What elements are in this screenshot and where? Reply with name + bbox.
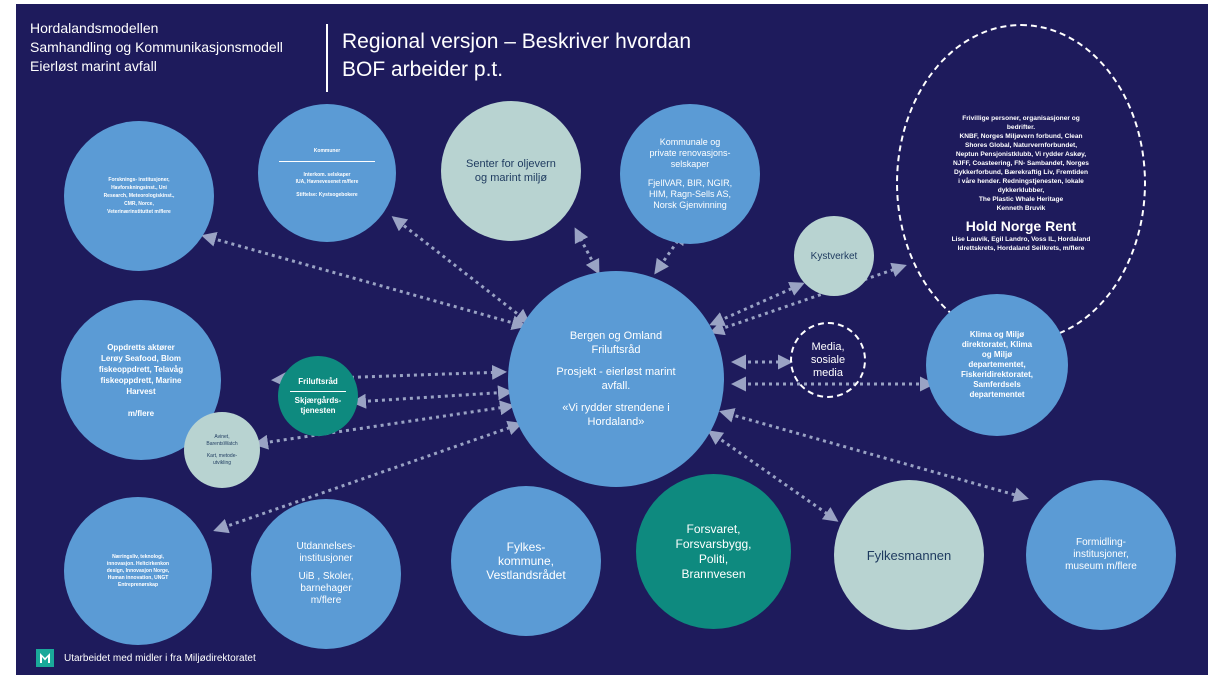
municipalities-foundations: Stiftelse: Kystsogebokere [296, 191, 358, 198]
avinet-title: Avinet, BarentsWatch [206, 433, 238, 447]
county-text: Fylkes- kommune, Vestlandsrådet [486, 540, 566, 582]
link-governor [707, 430, 839, 522]
friluftsrad-node: Friluftsråd Skjærgårds- tjenesten [278, 356, 358, 436]
oil-spill-center-node: Senter for oljevern og marint miljø [441, 101, 581, 241]
link-aquaculture [271, 364, 507, 388]
footer-text: Utarbeidet med midler i fra Miljødirekto… [64, 653, 256, 664]
volunteers-highlight: Hold Norge Rent [965, 217, 1077, 234]
museums-text: Formidling- institusjoner, museum m/fler… [1065, 537, 1137, 572]
skjaergard-text: Skjærgårds- tjenesten [294, 395, 342, 415]
museums-node: Formidling- institusjoner, museum m/fler… [1026, 480, 1176, 630]
link-oil-center [574, 227, 600, 275]
oil-spill-center-text: Senter for oljevern og marint miljø [466, 158, 556, 184]
kystverket-node: Kystverket [794, 216, 874, 296]
governor-text: Fylkesmannen [866, 547, 952, 563]
volunteers-node: Frivillige personer, organisasjoner og b… [896, 24, 1146, 342]
municipalities-node: Kommuner Interkom. selskaper IUA, Havnev… [258, 104, 396, 242]
link-municipalities [391, 216, 531, 324]
center-project: Prosjekt - eierløst marint avfall. [556, 366, 676, 392]
link-business [213, 420, 523, 534]
business-text: Næringsliv, teknologi, innovasjon. Heltc… [106, 553, 170, 588]
kystverket-text: Kystverket [810, 250, 858, 262]
municipalities-title: Kommuner [313, 147, 341, 154]
friluftsrad-divider [290, 390, 346, 392]
volunteers-intro: Frivillige personer, organisasjoner og b… [953, 114, 1089, 212]
governor-node: Fylkesmannen [834, 480, 984, 630]
link-renovation [654, 229, 686, 275]
avinet-node: Avinet, BarentsWatch Kart, metode- utvik… [184, 412, 260, 488]
education-body: UiB , Skoler, barnehager m/flere [298, 571, 354, 606]
media-text: Media, sosiale media [810, 340, 846, 379]
volunteers-outro: Lise Lauvik, Egil Landro, Voss IL, Horda… [951, 235, 1091, 252]
friluftsrad-text: Friluftsråd [298, 376, 338, 386]
renovation-companies-node: Kommunale og private renovasjons- selska… [620, 104, 760, 244]
business-node: Næringsliv, teknologi, innovasjon. Heltc… [64, 497, 212, 645]
municipalities-body: Interkom. selskaper IUA, Havnevesenet m/… [295, 171, 359, 185]
defence-node: Forsvaret, Forsvarsbygg, Politi, Brannve… [636, 474, 791, 629]
county-node: Fylkes- kommune, Vestlandsrådet [451, 486, 601, 636]
bof-center-node: Bergen og Omland Friluftsråd Prosjekt - … [508, 271, 724, 487]
aquaculture-text: Oppdretts aktører Lerøy Seafood, Blom fi… [98, 342, 184, 418]
avinet-body: Kart, metode- utvikling [206, 452, 238, 466]
education-node: Utdannelses- institusjoner UiB , Skoler,… [251, 499, 401, 649]
education-title: Utdannelses- institusjoner [296, 541, 356, 564]
municipalities-divider [278, 160, 376, 162]
link-research [201, 232, 527, 330]
center-motto: «Vi rydder strendene i Hordaland» [562, 402, 670, 428]
page-title: Regional versjon – Beskriver hvordan BOF… [342, 30, 692, 81]
defence-text: Forsvaret, Forsvarsbygg, Politi, Brannve… [675, 521, 752, 581]
research-institutions-node: Forsknings- institusjoner, Havforsknings… [64, 121, 214, 271]
link-volunteers [709, 262, 907, 336]
renovation-title: Kommunale og private renovasjons- selska… [649, 137, 731, 169]
renovation-body: FjellVAR, BIR, NGIR, HIM, Ragn-Sells AS,… [647, 178, 733, 210]
link-kystverket [709, 282, 805, 326]
miljodirektoratet-logo [36, 649, 54, 667]
research-institutions-text: Forsknings- institusjoner, Havforsknings… [103, 177, 175, 215]
directorate-text: Klima og Miljø direktoratet, Klima og Mi… [960, 330, 1034, 399]
center-org: Bergen og Omland Friluftsråd [569, 330, 663, 356]
header-divider [326, 24, 328, 92]
directorate-node: Klima og Miljø direktoratet, Klima og Mi… [926, 294, 1068, 436]
link-skjaergard [351, 385, 513, 409]
media-node: Media, sosiale media [790, 322, 866, 398]
model-title: Hordalandsmodellen Samhandling og Kommun… [30, 20, 283, 74]
diagram-slide: Hordalandsmodellen Samhandling og Kommun… [16, 4, 1208, 675]
